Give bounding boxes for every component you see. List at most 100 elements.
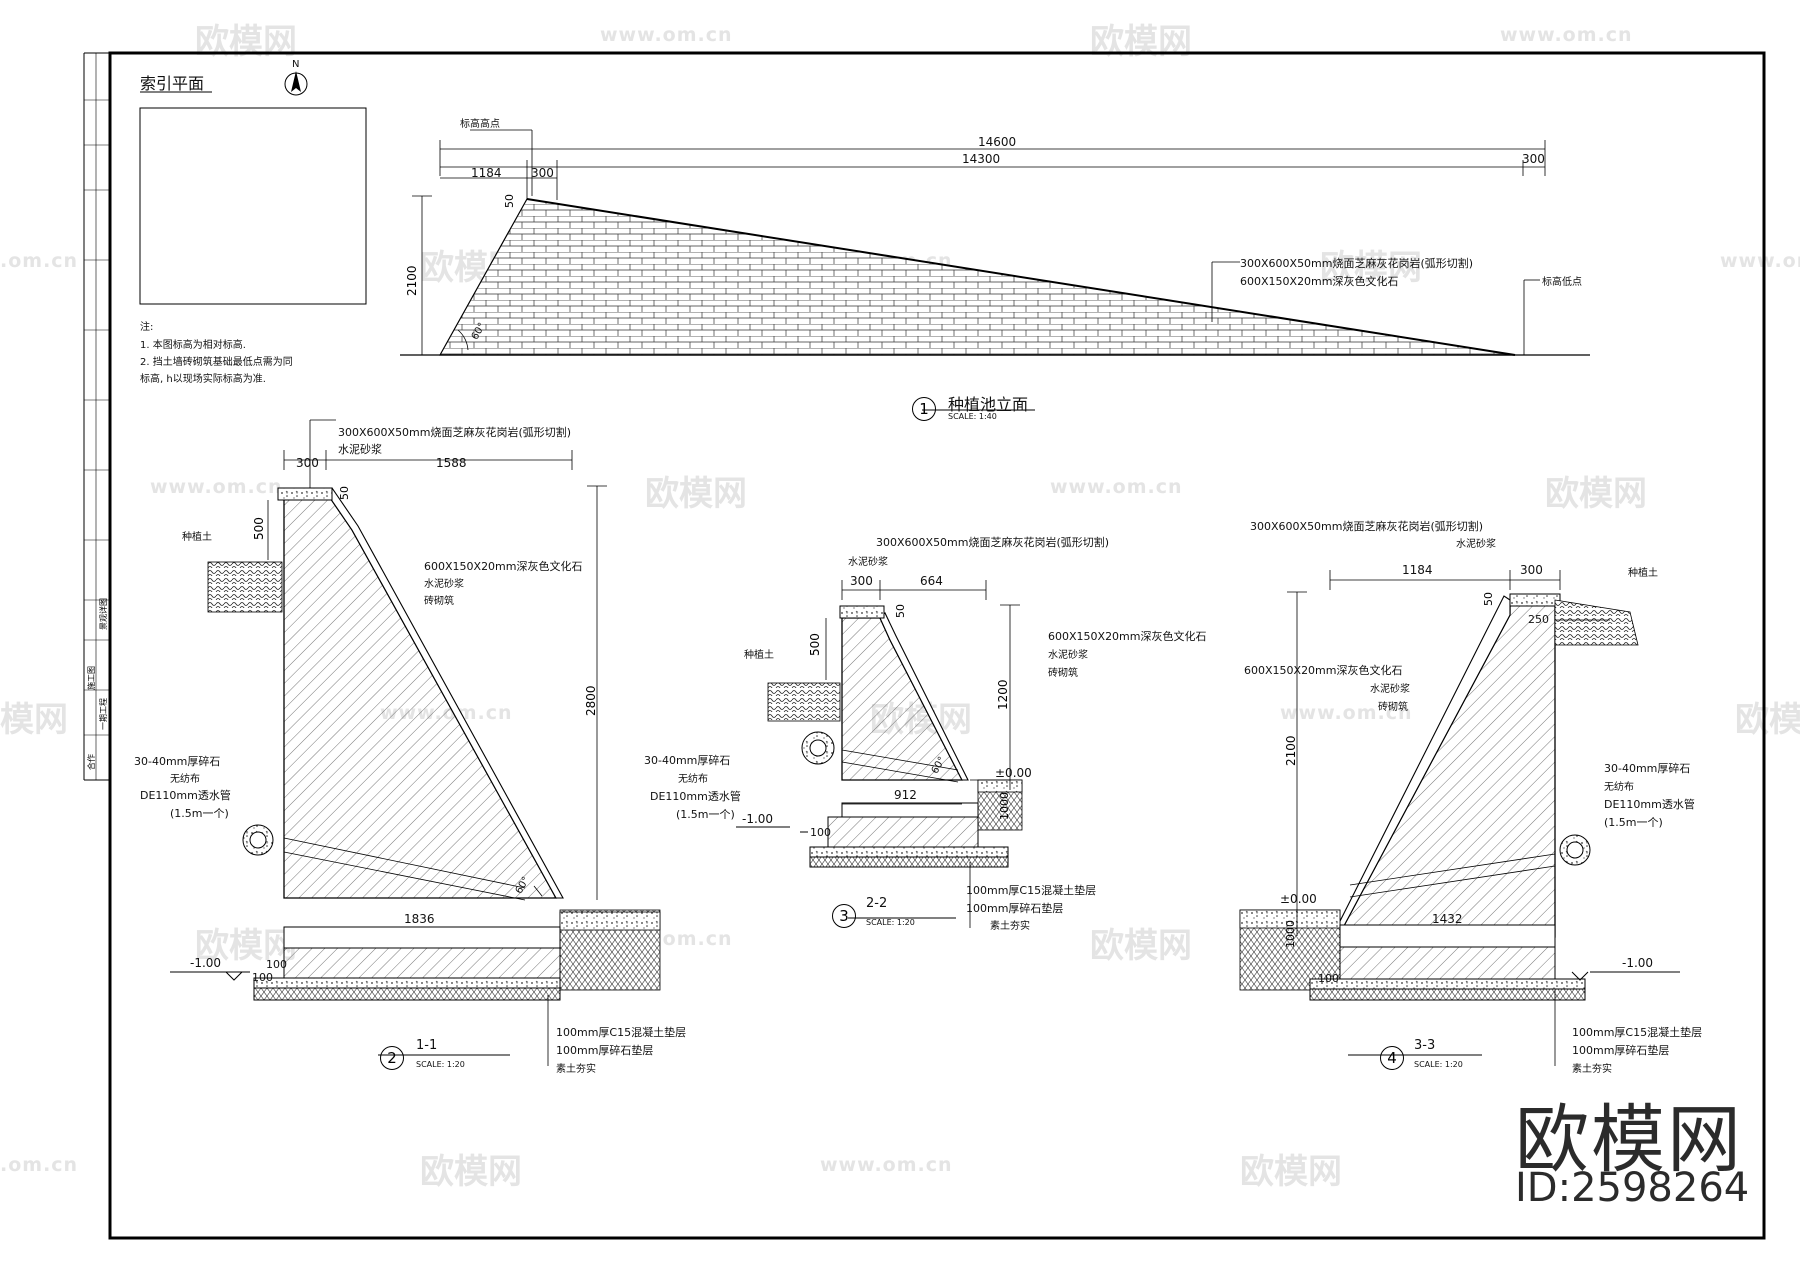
s2-dim-height: 1200 (996, 679, 1010, 710)
s3-scale: SCALE: 1:20 (1414, 1060, 1463, 1069)
north-arrow-icon: N (292, 59, 300, 70)
s2-title: 2-2 (866, 896, 888, 911)
low-point-label: 标高低点 (1542, 277, 1582, 288)
s1-dim-soil: 500 (252, 517, 266, 540)
s2-level: -1.00 (742, 812, 774, 826)
s2-concrete: 100mm厚C15混凝土垫层 (966, 884, 1097, 897)
dim-total: 14600 (978, 135, 1017, 149)
title-block-d: 景观详图 (99, 598, 108, 630)
s1-level: -1.00 (190, 956, 222, 970)
s1-dim-cap: 300 (296, 456, 319, 470)
s1-pipe-spacing: (1.5m一个) (170, 807, 229, 820)
watermark-url: www.om.cn (1500, 24, 1633, 46)
drawing-number-1: 1 (912, 397, 936, 421)
s2-dim-base: 912 (894, 788, 917, 802)
s3-pipe: DE110mm透水管 (1604, 798, 1695, 811)
s3-pipe-spacing: (1.5m一个) (1604, 816, 1663, 829)
notes-heading: 注: (140, 322, 154, 333)
s3-dim-cap: 300 (1520, 563, 1543, 577)
s3-concrete: 100mm厚C15混凝土垫层 (1572, 1026, 1703, 1039)
index-plan-title: 索引平面 (140, 74, 205, 93)
s2-scale: SCALE: 1:20 (866, 918, 915, 927)
elevation-callout-granite: 300X600X50mm烧面芝麻灰花岗岩(弧形切割) (1240, 257, 1474, 270)
s2-gravel-bed: 100mm厚碎石垫层 (966, 902, 1064, 915)
s1-dim-height: 2800 (584, 685, 598, 716)
s3-dim-base: 1432 (1432, 912, 1463, 926)
s3-level0: ±0.00 (1280, 892, 1317, 906)
s2-stone: 600X150X20mm深灰色文化石 (1048, 630, 1207, 643)
s1-dim-cap-h: 50 (338, 486, 351, 500)
s1-stone: 600X150X20mm深灰色文化石 (424, 560, 583, 573)
s3-dim-cap-h: 50 (1482, 592, 1495, 606)
s1-dim-top: 1588 (436, 456, 467, 470)
watermark-logo: 欧模网 (195, 22, 297, 62)
watermark-url: www.om.cn (150, 476, 283, 498)
drawing-number-3: 3 (832, 904, 856, 928)
watermark-url: .om.cn (0, 1154, 79, 1176)
watermark-logo: 欧模网 (1735, 700, 1800, 740)
s1-title: 1-1 (416, 1038, 438, 1053)
s2-dim-cap-h: 50 (894, 604, 907, 618)
s1-mortar: 水泥砂浆 (424, 579, 464, 590)
s1-gravel-bed: 100mm厚碎石垫层 (556, 1044, 654, 1057)
s1-dim-100b: 100 (252, 971, 273, 984)
elevation-callout-stone: 600X150X20mm深灰色文化石 (1240, 275, 1399, 288)
s2-soil: 种植土 (744, 650, 774, 661)
elevation-title: 种植池立面 (948, 395, 1029, 414)
watermark-logo: 欧模网 (1320, 248, 1422, 288)
s1-mortar-top: 水泥砂浆 (338, 443, 382, 456)
watermark-logo: 欧模网 (1545, 474, 1647, 514)
brand-logo: 欧模网 (1515, 1097, 1743, 1183)
s1-brick: 砖砌筑 (424, 596, 454, 607)
s3-dim-left: 1184 (1402, 563, 1433, 577)
s3-compacted: 素土夯实 (1572, 1064, 1612, 1075)
s3-mortar: 水泥砂浆 (1370, 684, 1410, 695)
s1-concrete: 100mm厚C15混凝土垫层 (556, 1026, 687, 1039)
title-block-a: 合作 (87, 754, 96, 770)
s3-level: -1.00 (1622, 956, 1654, 970)
section-3-3-drawing (1239, 570, 1680, 1066)
s2-pipe-spacing: (1.5m一个) (676, 808, 735, 821)
s1-pipe: DE110mm透水管 (140, 789, 231, 802)
s1-dim-base: 1836 (404, 912, 435, 926)
s2-pipe: DE110mm透水管 (650, 790, 741, 803)
s3-dim-250: 250 (1528, 613, 1549, 626)
s2-level0: ±0.00 (995, 766, 1032, 780)
s2-brick: 砖砌筑 (1048, 668, 1078, 679)
title-block-b: 一期工程 (99, 698, 108, 730)
s3-soil: 种植土 (1628, 568, 1658, 579)
s2-mortar-top: 水泥砂浆 (848, 557, 888, 568)
s2-dim-top: 664 (920, 574, 943, 588)
s3-cap-label: 300X600X50mm烧面芝麻灰花岗岩(弧形切割) (1250, 520, 1484, 533)
dim-top: 300 (531, 166, 554, 180)
dim-cap: 50 (503, 194, 516, 208)
elevation-scale: SCALE: 1:40 (948, 412, 997, 421)
s1-cap-label: 300X600X50mm烧面芝麻灰花岗岩(弧形切割) (338, 426, 572, 439)
s1-fabric: 无纺布 (170, 774, 200, 785)
s1-gravel: 30-40mm厚碎石 (134, 755, 221, 768)
dim-left: 1184 (471, 166, 502, 180)
section-2-2-drawing (736, 580, 1023, 928)
section-1-1-drawing (170, 419, 661, 1066)
note-line: 1. 本图标高为相对标高. (140, 340, 246, 351)
s3-dim-height: 2100 (1284, 735, 1298, 766)
elevation-drawing (400, 129, 1590, 411)
s3-stone: 600X150X20mm深灰色文化石 (1244, 664, 1403, 677)
note-line: 标高, h以现场实际标高为准. (140, 374, 266, 385)
watermark-url: www.om.cn (600, 24, 733, 46)
s2-compacted: 素土夯实 (990, 921, 1030, 932)
s2-dim-cap: 300 (850, 574, 873, 588)
watermark-logo: 欧模网 (1240, 1152, 1342, 1192)
watermark-logo: 模网 (0, 700, 68, 740)
s2-gravel: 30-40mm厚碎石 (644, 754, 731, 767)
watermark-logo: 欧模网 (645, 474, 747, 514)
watermark-url: www.om.cn (1720, 250, 1800, 272)
s3-dim-1000: 1000 (1284, 920, 1297, 948)
brand-id: ID:2598264 (1515, 1165, 1750, 1211)
dim-height: 2100 (405, 265, 419, 296)
s3-gravel-bed: 100mm厚碎石垫层 (1572, 1044, 1670, 1057)
drawing-number-2: 2 (380, 1046, 404, 1070)
s2-cap-label: 300X600X50mm烧面芝麻灰花岗岩(弧形切割) (876, 536, 1110, 549)
dim-end: 300 (1522, 152, 1545, 166)
